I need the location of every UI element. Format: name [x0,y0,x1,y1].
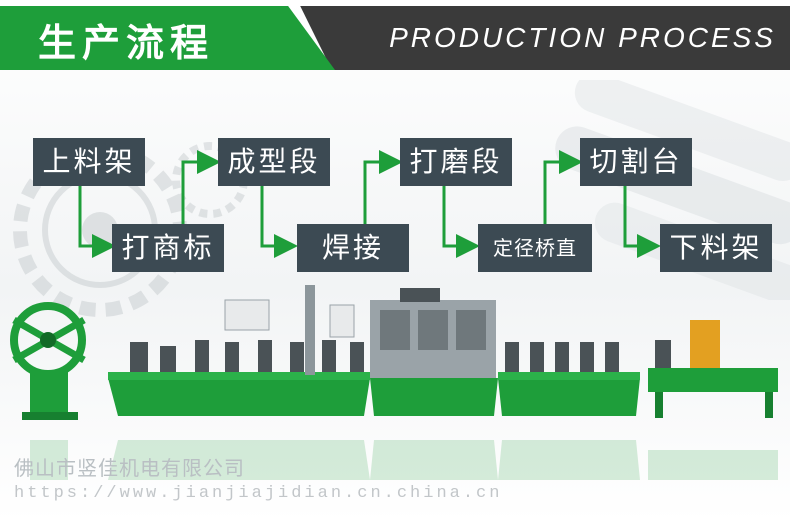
step-grinding: 打磨段 [400,138,512,186]
sizing-section-icon [498,342,640,416]
header-green-band [0,6,335,70]
step-unloading-rack: 下料架 [660,224,772,272]
production-line-machine-illustration [10,285,778,420]
step-sizing-straightening: 定径桥直 [478,224,592,272]
welding-unit-icon [130,340,364,372]
floor-reflection [30,440,778,480]
page-subtitle: PRODUCTION PROCESS [389,22,776,53]
step-loading-rack: 上料架 [33,138,145,186]
forming-section-icon [108,285,370,416]
company-watermark: 佛山市竖佳机电有限公司 [14,456,245,480]
step-cutting-table: 切割台 [580,138,692,186]
header-dark-band [300,6,790,70]
cutting-table-icon [648,320,778,418]
step-trademark: 打商标 [112,224,224,272]
flow-connectors [78,150,661,258]
step-welding: 焊接 [297,224,409,272]
header-bar: 生产流程 PRODUCTION PROCESS [0,0,790,77]
decoiler-icon [10,302,86,420]
page-title: 生产流程 [38,21,215,65]
url-watermark: https://www.jianjiajidian.cn.china.cn [14,484,503,503]
grinding-section-icon [370,288,498,416]
step-forming: 成型段 [218,138,330,186]
